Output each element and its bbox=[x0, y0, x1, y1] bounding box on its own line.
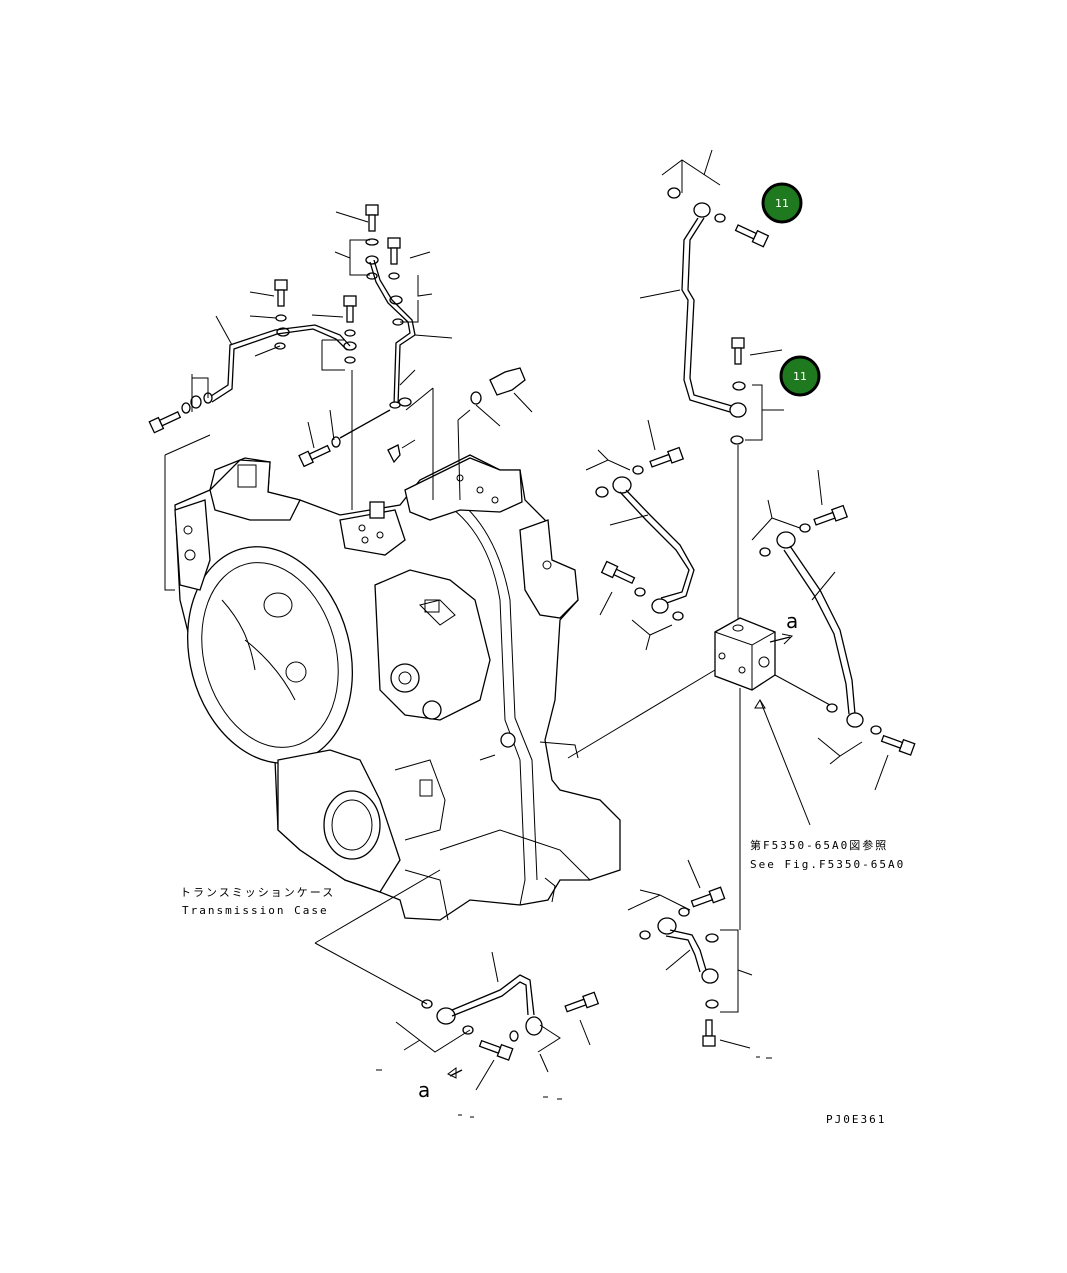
bottom-pipe bbox=[314, 869, 772, 1118]
bolt bbox=[734, 224, 770, 248]
transmission-case bbox=[174, 454, 621, 921]
valve-block bbox=[714, 617, 811, 826]
view-arrow-label-bottom: a bbox=[418, 1078, 430, 1102]
bolt bbox=[298, 444, 331, 468]
bolt bbox=[148, 410, 182, 434]
reference-label-jp: 第F5350-65A0図参照 bbox=[750, 838, 888, 852]
bolt bbox=[478, 1039, 514, 1061]
case-label-jp: トランスミッションケース bbox=[180, 886, 335, 899]
callout-number: 11 bbox=[793, 370, 807, 383]
callout-11-upper[interactable]: 11 bbox=[761, 182, 803, 224]
reference-label-en: See Fig.F5350-65A0 bbox=[750, 858, 905, 871]
callout-11-lower[interactable]: 11 bbox=[779, 355, 821, 397]
upper-right-pipe bbox=[639, 149, 784, 620]
bolt bbox=[365, 204, 379, 232]
bolt bbox=[387, 237, 401, 265]
view-arrow-label-top: a bbox=[786, 609, 798, 633]
upper-left-pipe-assembly bbox=[148, 204, 533, 591]
callout-circle[interactable] bbox=[779, 355, 821, 397]
bolt bbox=[702, 1019, 716, 1047]
bolt bbox=[343, 295, 357, 323]
lower-right-pipe bbox=[627, 688, 753, 1049]
bolt bbox=[274, 279, 288, 307]
callout-circle[interactable] bbox=[761, 182, 803, 224]
bolt bbox=[880, 734, 916, 756]
middle-right-pipe bbox=[751, 469, 916, 791]
bolt bbox=[564, 991, 600, 1013]
bolt bbox=[813, 504, 849, 526]
bolt bbox=[600, 560, 636, 585]
bolt bbox=[649, 446, 685, 468]
case-label-en: Transmission Case bbox=[182, 904, 329, 917]
bolt bbox=[690, 886, 726, 908]
bolt bbox=[731, 337, 745, 365]
middle-left-pipe bbox=[567, 419, 716, 759]
callout-number: 11 bbox=[775, 197, 789, 210]
drawing-number: PJ0E361 bbox=[826, 1113, 886, 1126]
